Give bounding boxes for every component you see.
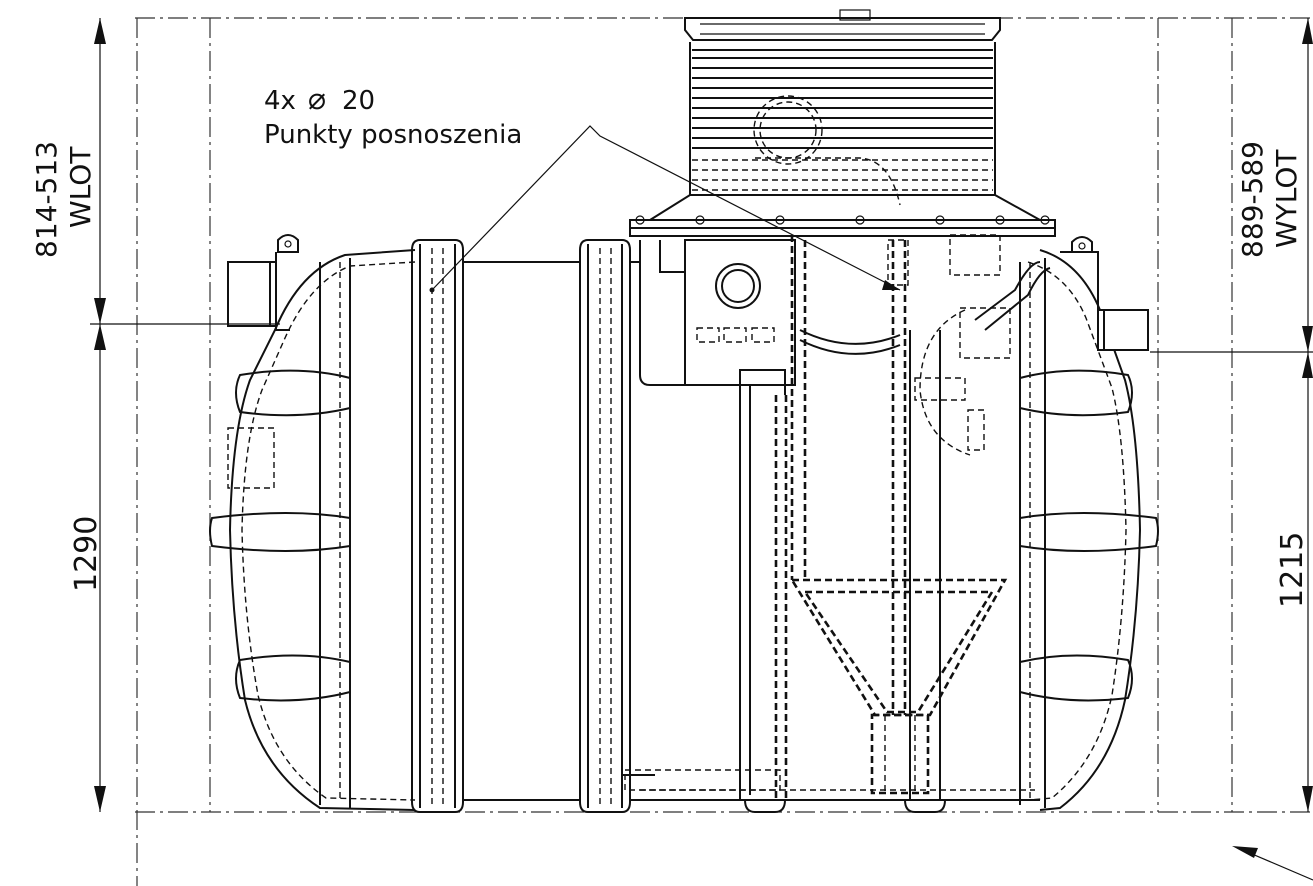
outlet-label: WYLOT — [1270, 149, 1303, 248]
dimension-outlet — [1150, 18, 1313, 812]
outlet-pipe — [974, 236, 1149, 351]
outlet-labels: 889-589 WYLOT 1215 — [1236, 141, 1310, 608]
inlet-pipe — [227, 234, 299, 331]
inlet-height-label: 1290 — [69, 516, 104, 592]
lifting-points-leader — [429, 125, 901, 293]
tank-right-end — [1019, 249, 1159, 811]
inlet-dimension-label: 814-513 — [30, 141, 63, 258]
riser — [629, 9, 1056, 286]
annotation-holes: 4x ⌀ 20 Punkty posnoszenia — [264, 82, 522, 150]
outlet-height-label: 1215 — [1275, 532, 1310, 608]
inlet-label: WLOT — [64, 146, 97, 228]
outlet-dimension-label: 889-589 — [1236, 141, 1269, 258]
holes-diameter-label: 20 — [342, 86, 375, 116]
inlet-labels: 814-513 WLOT 1290 — [30, 141, 104, 592]
holes-count-label: 4x — [264, 86, 296, 116]
corner-arrow — [1232, 846, 1313, 881]
tank-center — [622, 235, 1040, 813]
holes-diameter-symbol: ⌀ — [308, 82, 326, 117]
dimension-inlet — [90, 18, 280, 812]
left-lugs — [209, 369, 351, 702]
tank-rings — [411, 239, 631, 813]
lifting-points-label: Punkty posnoszenia — [264, 120, 522, 150]
tank-left-end — [228, 249, 416, 811]
